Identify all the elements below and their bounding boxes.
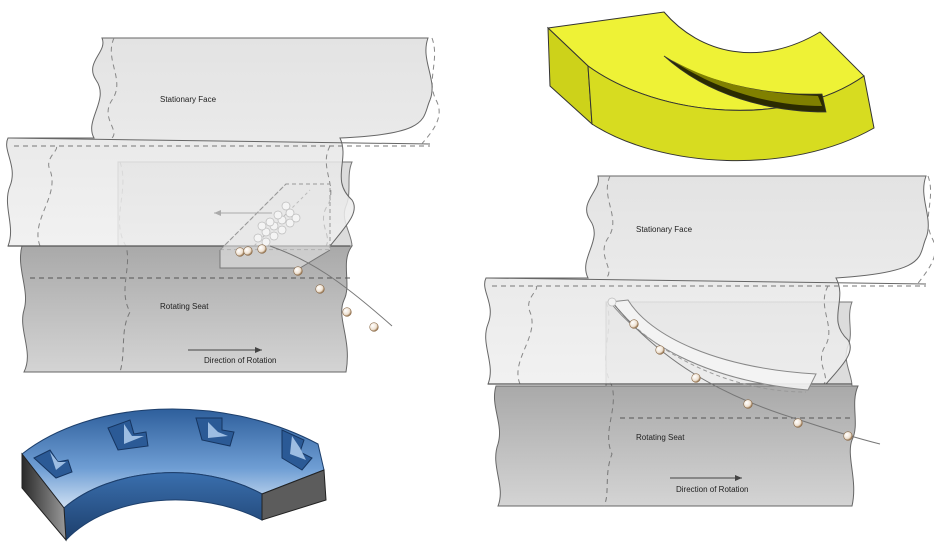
right-rotating-seat-label: Rotating Seat [636, 433, 685, 442]
left-stationary-face [7, 38, 432, 246]
left-seal-diagram: Stationary Face Rotating Seat Direction … [7, 38, 440, 372]
right-stationary-face [485, 176, 929, 384]
yellow-spiral-groove-ring-icon [548, 12, 874, 161]
left-stationary-face-label: Stationary Face [160, 95, 217, 104]
left-rotating-seat-label: Rotating Seat [160, 302, 209, 311]
blue-notched-ring-icon [22, 409, 326, 540]
right-stationary-face-label: Stationary Face [636, 225, 693, 234]
right-direction-label: Direction of Rotation [676, 485, 748, 494]
right-seal-diagram: Stationary Face Rotating Seat Direction … [485, 176, 934, 506]
left-direction-label: Direction of Rotation [204, 356, 276, 365]
